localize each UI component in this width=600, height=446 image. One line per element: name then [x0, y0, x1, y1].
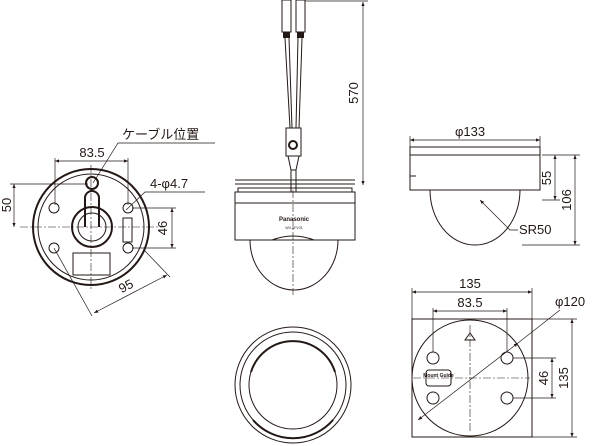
- side-view: Panasonic WV-SFV31 570: [234, 0, 368, 295]
- dim-side-base-height: 55: [539, 171, 554, 185]
- dim-plate-height: 135: [556, 367, 571, 389]
- dim-bottom-height: 50: [0, 198, 14, 212]
- bottom-view: 83.5 50 46 95 ケーブル位置 4-φ4.7: [0, 127, 215, 317]
- cable-hole-icon: [85, 176, 99, 190]
- hole-spec-label: 4-φ4.7: [150, 176, 188, 191]
- right-side-view: φ133 55 106 SR50: [409, 124, 580, 246]
- mount-plate-view: Mount Guide 135 83.5 φ120 46 135: [411, 276, 585, 438]
- dim-side-total-height: 106: [559, 189, 574, 211]
- dim-plate-diameter: φ120: [555, 294, 585, 309]
- dim-side-diameter: φ133: [455, 124, 485, 139]
- dim-dome-radius: SR50: [519, 222, 552, 237]
- mount-guide-label: Mount Guide: [423, 373, 454, 379]
- cable-position-label: ケーブル位置: [122, 127, 199, 142]
- dim-bottom-diagonal: 95: [116, 276, 136, 296]
- brand-logo: Panasonic: [279, 217, 310, 223]
- dim-cable-length: 570: [346, 82, 361, 104]
- dim-bottom-width: 83.5: [79, 145, 104, 160]
- dim-plate-hole-pitch: 46: [536, 371, 551, 385]
- dim-plate-hole-width: 83.5: [457, 295, 482, 310]
- dim-plate-width: 135: [459, 276, 481, 291]
- dim-bottom-pitch: 46: [155, 221, 170, 235]
- model-label: WV-SFV31: [285, 226, 302, 230]
- top-view: [234, 326, 352, 444]
